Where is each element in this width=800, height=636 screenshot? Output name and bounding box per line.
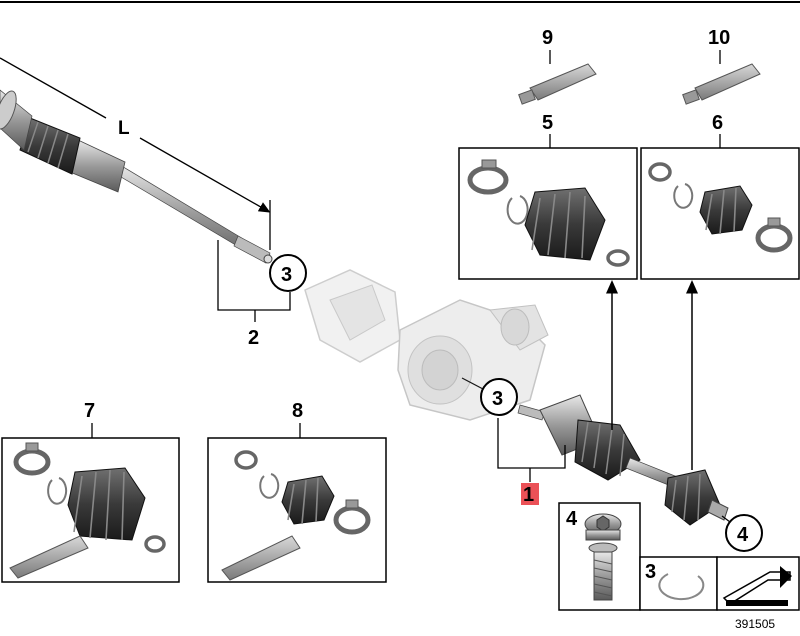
callout-3-upper: 3 (269, 254, 307, 292)
grease-tube-9: 9 (518, 27, 597, 105)
bracket-1: 1 (497, 418, 566, 506)
upper-drive-shaft (0, 89, 273, 264)
highlight-box (521, 483, 539, 505)
repair-kit-box-8: 8 (207, 400, 387, 583)
svg-text:4: 4 (737, 524, 749, 546)
svg-text:3: 3 (492, 388, 503, 410)
callout-8: 8 (292, 400, 303, 422)
svg-text:3: 3 (281, 264, 292, 286)
callout-10: 10 (708, 27, 730, 49)
dimension-l: L (0, 57, 271, 250)
circlip-box-3: 3 (639, 556, 718, 611)
callout-4-box: 4 (566, 508, 578, 530)
repair-kit-box-5: 5 (458, 112, 638, 280)
callout-1: 1 (523, 484, 534, 506)
callout-5: 5 (542, 112, 553, 134)
callout-2: 2 (248, 327, 259, 349)
callout-4-circle: 4 (721, 514, 763, 552)
repair-kit-box-7: 7 (1, 400, 180, 583)
grease-tube-10: 10 (682, 27, 761, 105)
callout-7: 7 (84, 400, 95, 422)
dimension-l-label: L (118, 118, 130, 139)
differential-housing (304, 269, 549, 421)
lower-drive-shaft (517, 394, 729, 526)
drawing-number: 391505 (735, 617, 775, 631)
bracket-2: 2 (217, 240, 291, 349)
callout-6: 6 (712, 112, 723, 134)
repair-kit-box-6: 6 (640, 112, 800, 280)
callout-3-box: 3 (645, 561, 656, 583)
callout-9: 9 (542, 27, 553, 49)
bolt-box-4: 4 (558, 502, 641, 611)
callout-3-middle: 3 (480, 378, 518, 416)
reference-symbol-box (716, 556, 800, 611)
